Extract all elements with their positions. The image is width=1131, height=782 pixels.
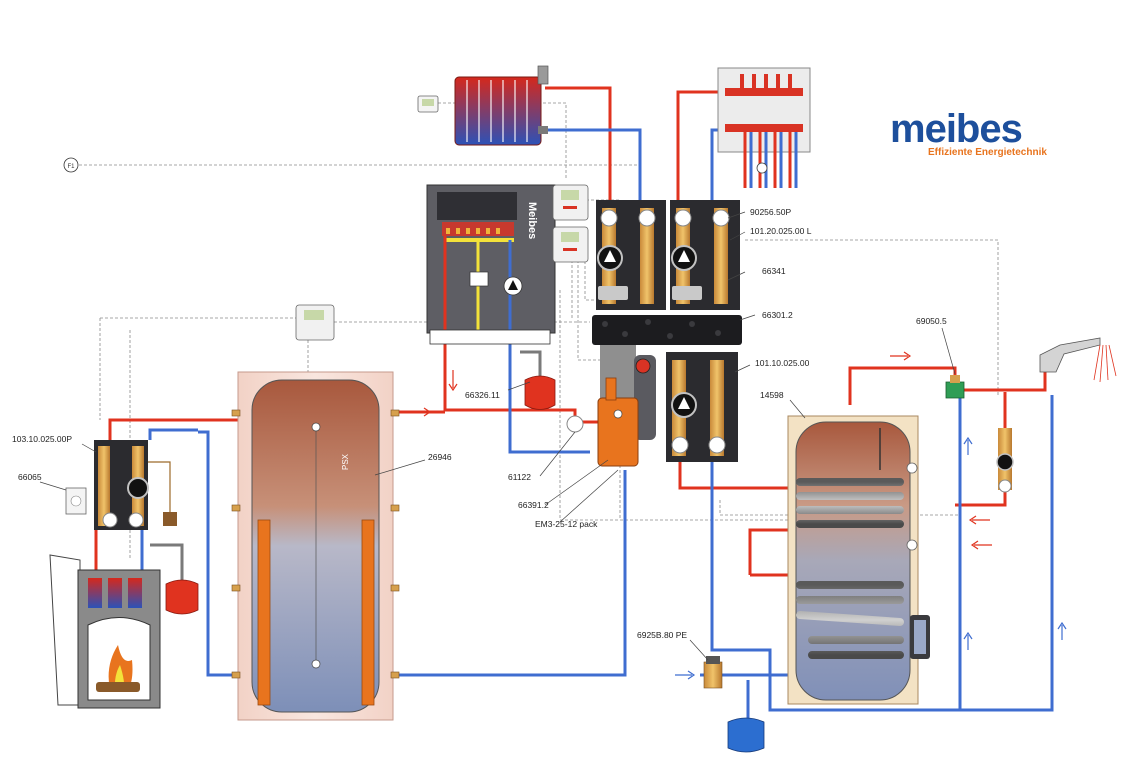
label-14598: 14598 (760, 390, 784, 400)
solid-fuel-pump-group (94, 440, 177, 530)
pump-station-left (596, 200, 666, 310)
solid-fuel-boiler (49, 554, 161, 709)
label-66301-2: 66301.2 (762, 310, 793, 320)
flow-arrows (410, 351, 1067, 680)
pump-station-dhw (666, 352, 738, 462)
hydraulic-separator (566, 377, 639, 467)
expansion-vessel-heating (524, 375, 556, 410)
label-6925b-80pe: 6925B.80 PE (637, 630, 687, 640)
label-66391-2: 66391.2 (518, 500, 549, 510)
tap-faucet (1039, 337, 1117, 383)
label-103-10-025-00p: 103.10.025.00P (12, 434, 72, 444)
gas-boiler: Meibes (426, 184, 556, 345)
mixing-valve-69050 (945, 375, 965, 399)
dhw-tank (787, 415, 930, 705)
label-101-20-025-00l: 101.20.025.00 L (750, 226, 812, 236)
label-66326-11: 66326.11 (465, 390, 500, 400)
label-26946: 26946 (428, 452, 452, 462)
brand-tagline: Effiziente Energietechnik (928, 147, 1047, 158)
circulation-pump-dhw (996, 428, 1014, 493)
pump-station-right (670, 200, 740, 310)
brand-logo: meibes Effiziente Energietechnik (890, 107, 1047, 158)
room-thermostat-radiator (417, 95, 439, 113)
controller-middle (552, 226, 589, 263)
buffer-tank: PSX (231, 371, 400, 721)
brand-name: meibes (890, 107, 1022, 151)
label-66065: 66065 (18, 472, 42, 482)
label-61122: 61122 (508, 472, 531, 482)
controller-buffer (295, 304, 335, 341)
thermostatic-valve-icon (537, 65, 549, 85)
underfloor-manifold (717, 67, 811, 188)
expansion-vessel-solid (165, 579, 199, 615)
controller-top (552, 184, 589, 221)
boiler-brand: Meibes (526, 202, 538, 239)
buffer-label: PSX (341, 453, 350, 470)
radiator (454, 65, 549, 146)
outdoor-sensor: F1 (63, 157, 79, 173)
label-em3: EM3-25-12 pack (535, 519, 598, 529)
thermometer-66065 (65, 487, 87, 515)
expansion-lines (150, 350, 542, 580)
expansion-vessel-dhw (727, 717, 765, 753)
sensor-f1-label: F1 (67, 164, 75, 170)
distribution-manifold (592, 315, 742, 345)
label-69050-5: 69050.5 (916, 316, 947, 326)
label-90256-50p: 90256.50P (750, 207, 791, 217)
label-101-10-025-00: 101.10.025.00 (755, 358, 810, 368)
label-66341: 66341 (762, 266, 786, 276)
part-labels: 90256.50P 101.20.025.00 L 66341 66301.2 … (12, 207, 956, 661)
safety-group-6925 (703, 656, 723, 689)
